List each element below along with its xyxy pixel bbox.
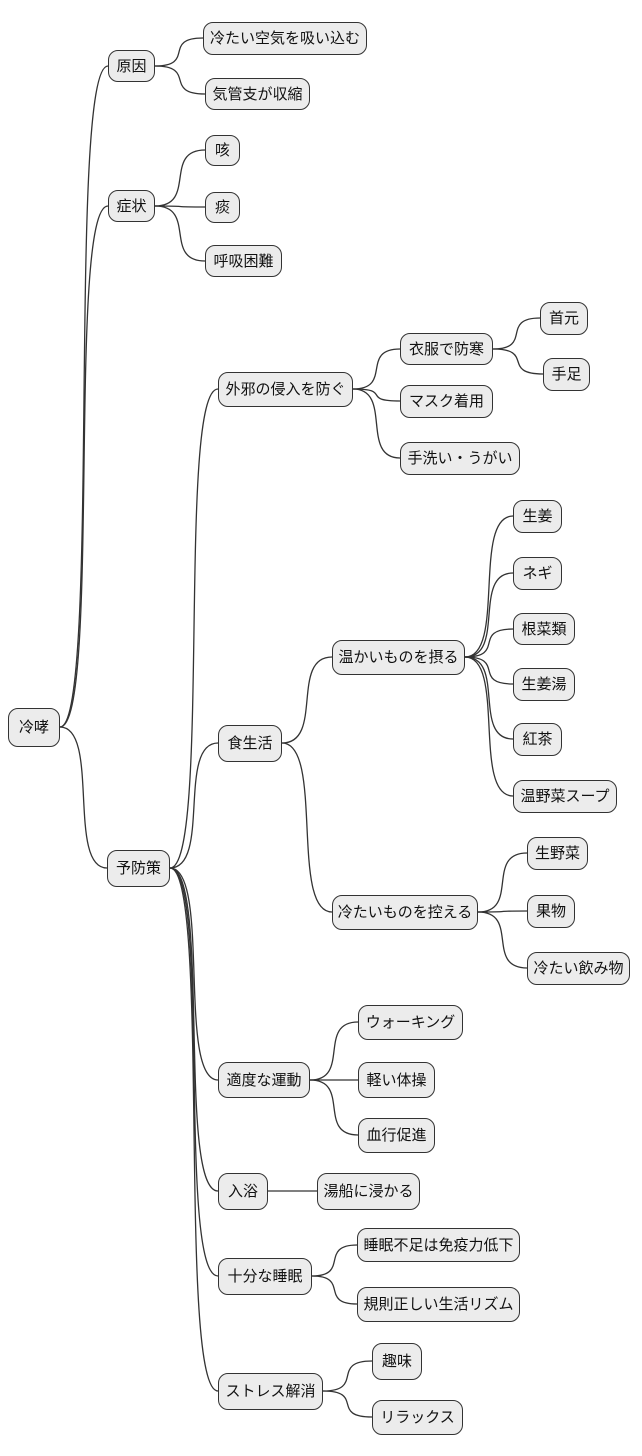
edge-stress-relax — [322, 1390, 373, 1418]
node-soak-tub: 湯船に浸かる — [317, 1173, 420, 1210]
edge-prevention-bath — [169, 867, 219, 1192]
edge-exercise-circulation — [309, 1079, 359, 1136]
node-light-gym: 軽い体操 — [358, 1062, 435, 1098]
node-black-tea: 紅茶 — [513, 723, 562, 756]
edge-root-causes — [59, 65, 109, 728]
node-dyspnea: 呼吸困難 — [205, 245, 282, 277]
node-sleep-immunity: 睡眠不足は免疫力低下 — [357, 1228, 520, 1262]
edge-warm-vegsoup — [464, 656, 514, 797]
node-root: 冷哮 — [8, 708, 60, 747]
node-cold-drinks: 冷たい飲み物 — [527, 952, 630, 985]
node-circulation: 血行促進 — [358, 1118, 435, 1153]
node-bronchi-constrict: 気管支が収縮 — [205, 78, 310, 110]
edge-warm-blacktea — [464, 656, 514, 740]
node-raw-veg: 生野菜 — [527, 837, 588, 870]
node-hobby: 趣味 — [372, 1343, 422, 1380]
node-life-rhythm: 規則正しい生活リズム — [357, 1287, 520, 1322]
node-prevention: 予防策 — [107, 850, 170, 887]
node-walking: ウォーキング — [358, 1005, 463, 1040]
edge-prevention-diet — [169, 742, 219, 869]
node-fruit: 果物 — [527, 895, 575, 928]
edge-root-symptoms — [59, 205, 109, 728]
node-stress-relief: ストレス解消 — [218, 1373, 323, 1410]
edge-cold-rawveg — [477, 852, 528, 913]
edge-block-mask — [352, 388, 401, 402]
node-veg-soup: 温野菜スープ — [513, 780, 617, 813]
edge-block-clothing — [352, 348, 401, 390]
edge-warm-ginger — [464, 515, 514, 658]
edge-diet-warm — [281, 656, 333, 744]
edge-symptoms-phlegm — [154, 205, 206, 208]
node-hands-feet: 手足 — [543, 358, 590, 391]
edge-stress-hobby — [322, 1360, 373, 1392]
node-warm-clothing: 衣服で防寒 — [400, 333, 493, 365]
node-block-invasion: 外邪の侵入を防ぐ — [218, 372, 353, 407]
edge-diet-cold — [281, 742, 333, 913]
edge-prevention-stress — [169, 867, 219, 1392]
edge-block-handwash — [352, 388, 401, 459]
edge-symptoms-cough — [154, 149, 206, 207]
edge-clothing-neck — [492, 317, 541, 350]
node-diet: 食生活 — [218, 725, 282, 762]
node-root-veg: 根菜類 — [513, 613, 575, 645]
edge-root-prevention — [59, 726, 108, 869]
edge-sleep-rhythm — [311, 1275, 358, 1305]
edge-symptoms-dyspnea — [154, 205, 206, 262]
edge-causes-bronchi — [154, 65, 206, 95]
node-avoid-cold: 冷たいものを控える — [332, 895, 478, 930]
node-bathing: 入浴 — [218, 1173, 268, 1210]
node-eat-warm: 温かいものを摂る — [332, 640, 465, 675]
node-exercise: 適度な運動 — [218, 1062, 310, 1098]
node-phlegm: 痰 — [205, 192, 240, 223]
edge-prevention-sleep — [169, 867, 219, 1277]
edge-sleep-immunity — [311, 1244, 358, 1277]
edge-warm-greenonion — [464, 572, 514, 658]
edge-warm-rootveg — [464, 628, 514, 658]
node-ginger: 生姜 — [513, 500, 562, 533]
edge-clothing-handsfeet — [492, 348, 544, 375]
node-symptoms: 症状 — [108, 190, 155, 222]
edge-cold-fruit — [477, 910, 528, 913]
node-cold-air-inhale: 冷たい空気を吸い込む — [203, 22, 367, 55]
node-handwash-gargle: 手洗い・うがい — [400, 442, 520, 475]
node-sleep: 十分な睡眠 — [218, 1258, 312, 1295]
node-ginger-tea: 生姜湯 — [513, 668, 575, 701]
node-relax: リラックス — [372, 1400, 463, 1435]
node-green-onion: ネギ — [513, 557, 562, 590]
edge-prevention-exercise — [169, 867, 219, 1081]
node-neck: 首元 — [540, 302, 588, 335]
edge-causes-coldair — [154, 37, 204, 67]
edge-exercise-walking — [309, 1021, 359, 1081]
node-cough: 咳 — [205, 135, 240, 166]
edge-prevention-block — [169, 388, 219, 869]
node-causes: 原因 — [108, 50, 155, 82]
edge-warm-gingertea — [464, 656, 514, 685]
edge-cold-drinks — [477, 911, 528, 969]
node-mask: マスク着用 — [400, 385, 493, 418]
